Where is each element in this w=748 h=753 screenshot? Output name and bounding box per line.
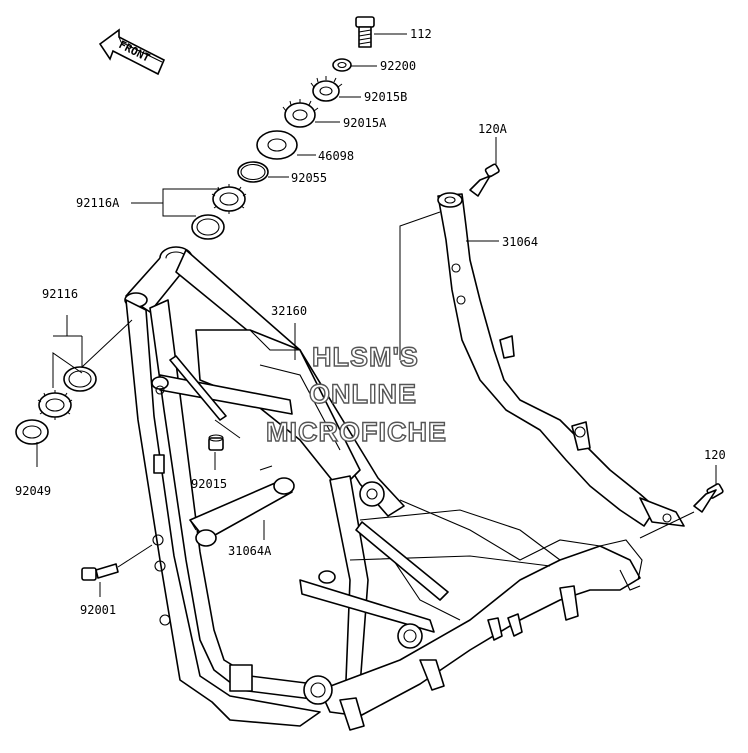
main-frame-32160 <box>124 246 643 731</box>
front-arrow: FRONT <box>98 28 166 76</box>
watermark-line-1: HLSM'S <box>312 342 419 372</box>
label-31064A: 31064A <box>228 544 272 558</box>
label-31064: 31064 <box>502 235 538 249</box>
bolt-92001 <box>81 563 119 581</box>
bearing-92116-lower <box>37 390 73 420</box>
label-92049: 92049 <box>15 484 51 498</box>
label-32160: 32160 <box>271 304 307 318</box>
label-92015B: 92015B <box>364 90 407 104</box>
bolt-112 <box>355 16 375 48</box>
label-120: 120 <box>704 448 726 462</box>
label-46098: 46098 <box>318 149 354 163</box>
oring-92055 <box>237 161 269 183</box>
washer-92200 <box>332 58 352 72</box>
seal-92049 <box>15 419 49 445</box>
leader-lines <box>36 33 717 597</box>
watermark-line-3: MICROFICHE <box>266 417 447 447</box>
race-92116A-upper <box>191 214 225 240</box>
label-112: 112 <box>410 27 432 41</box>
watermark: HLSM'S ONLINE MICROFICHE <box>265 341 447 447</box>
label-92116A: 92116A <box>76 196 120 210</box>
lower-steering-parts <box>15 366 97 445</box>
race-92116-lower <box>63 366 97 392</box>
label-92015A: 92015A <box>343 116 387 130</box>
cap-46098 <box>256 130 298 160</box>
label-92001: 92001 <box>80 603 116 617</box>
bearing-92116A-upper <box>211 184 247 214</box>
label-92055: 92055 <box>291 171 327 185</box>
nut-92015 <box>208 434 224 451</box>
rear-frame-31064 <box>437 192 685 527</box>
label-92200: 92200 <box>380 59 416 73</box>
bolt-120A <box>469 163 500 197</box>
nut-92015A <box>282 99 319 128</box>
watermark-line-2: ONLINE <box>309 379 417 409</box>
nut-92015B <box>310 76 343 102</box>
label-92116: 92116 <box>42 287 78 301</box>
label-120A: 120A <box>478 122 508 136</box>
bolt-120 <box>693 483 724 513</box>
label-92015: 92015 <box>191 477 227 491</box>
part-labels: 112 92200 92015B 92015A 46098 92055 9211… <box>15 27 726 617</box>
steering-stem-parts <box>191 16 375 240</box>
